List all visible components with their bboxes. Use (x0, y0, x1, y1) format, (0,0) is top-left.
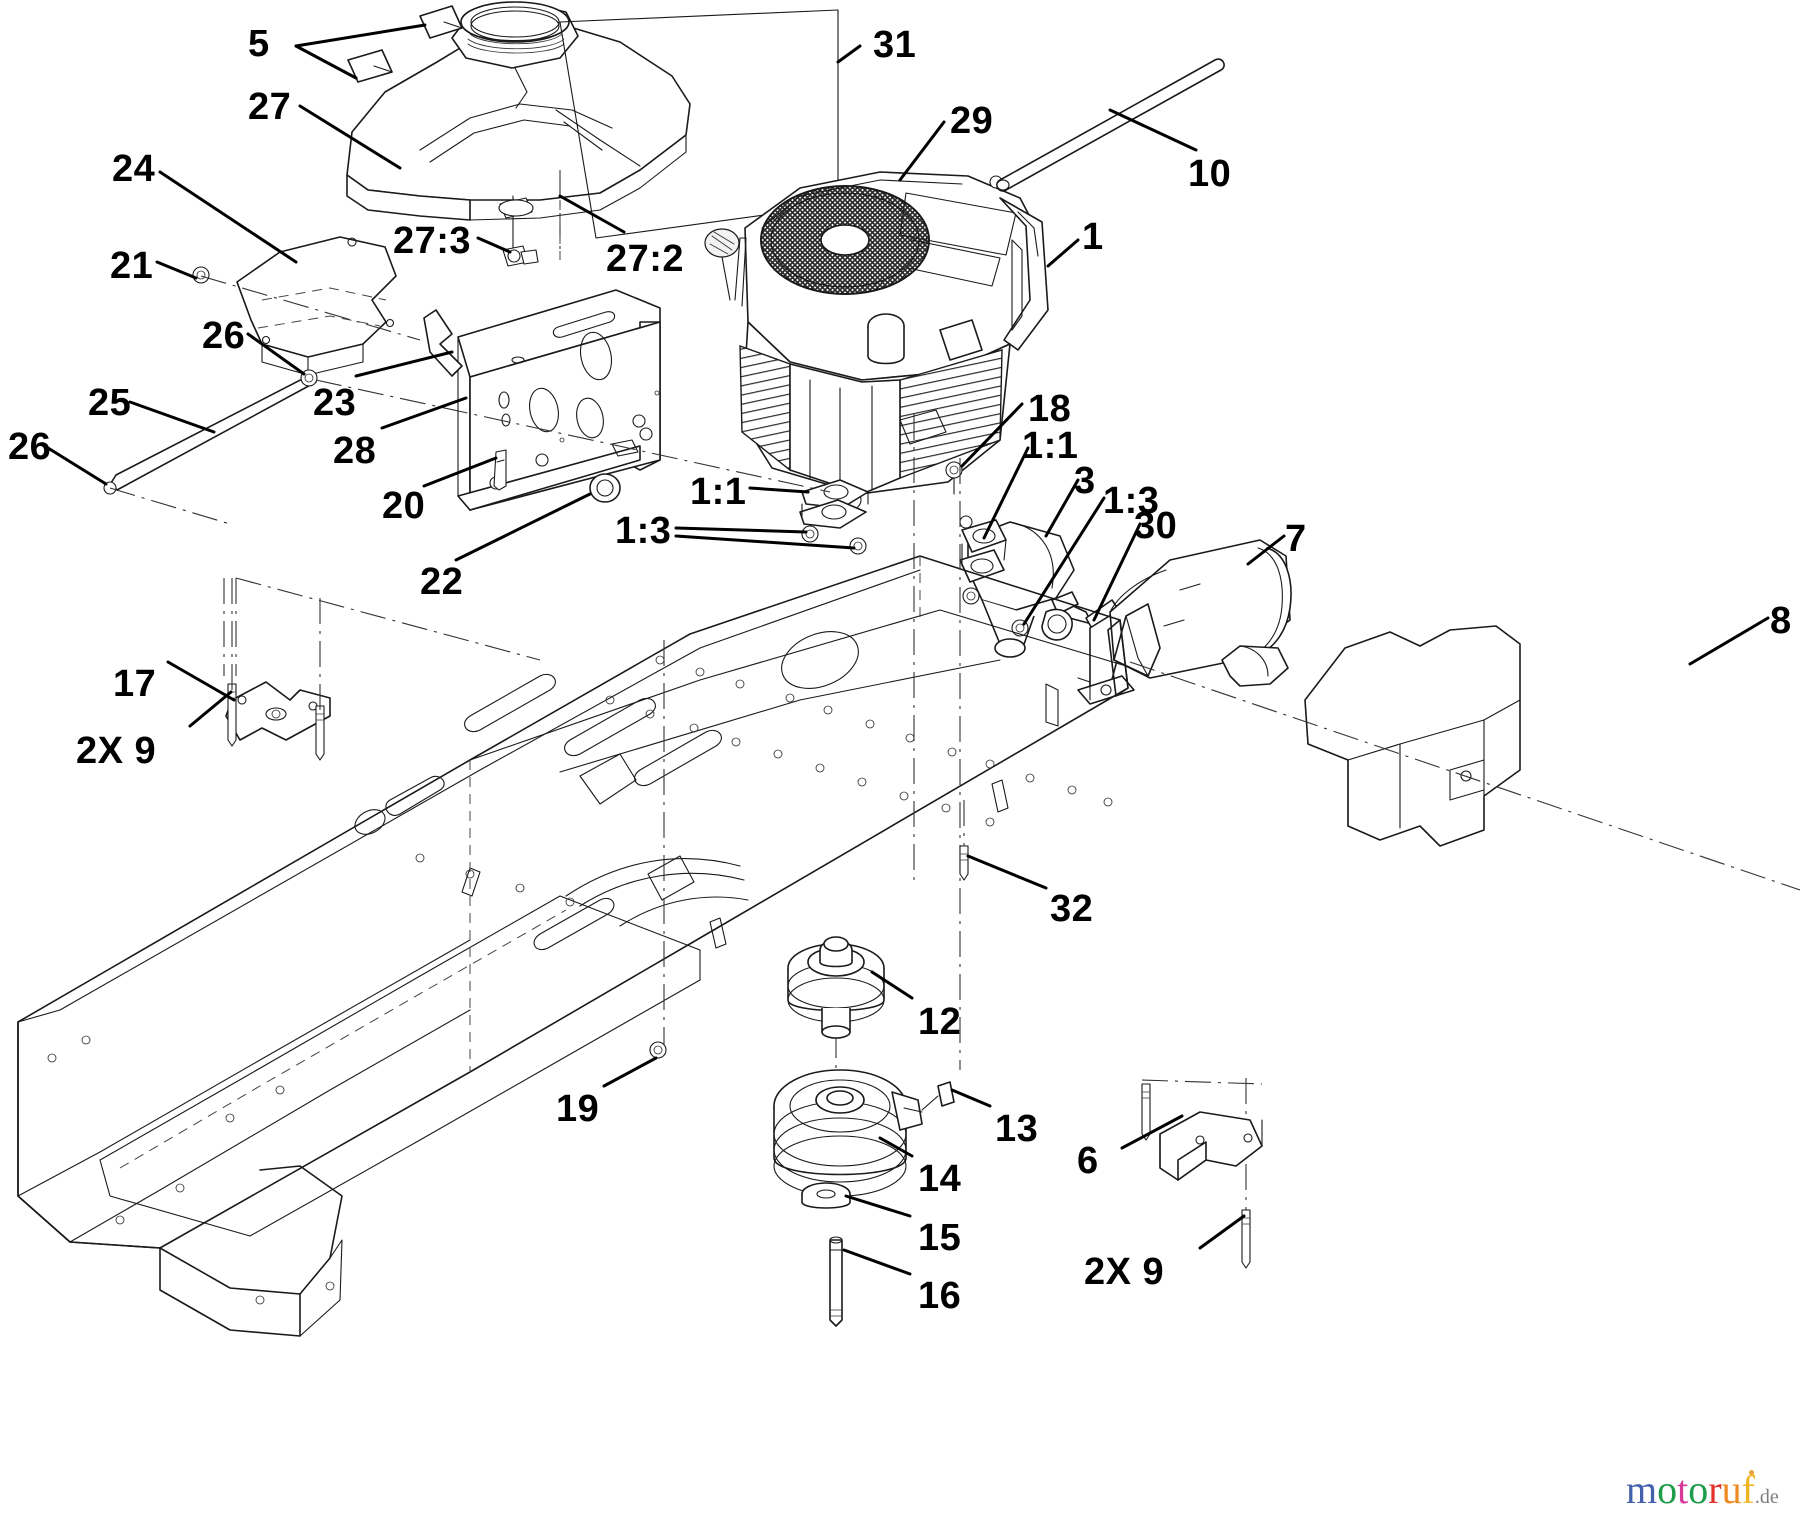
callout-30: 30 (1134, 505, 1178, 547)
muffler-bracket-part (1041, 591, 1135, 705)
watermark-letter: o (1688, 1467, 1709, 1512)
callout-20: 20 (382, 485, 426, 527)
callout-27-3: 27:3 (393, 220, 472, 262)
bolt-part (829, 1236, 843, 1327)
callout-13: 13 (995, 1108, 1039, 1150)
callout-26: 26 (8, 426, 52, 468)
frame-chassis (17, 555, 1129, 1337)
callout-15: 15 (918, 1217, 962, 1259)
idler-pulley-part (787, 936, 885, 1039)
screw-frame-part (959, 800, 969, 881)
leader-lines (46, 23, 1770, 1276)
nut-part-19 (649, 1041, 667, 1059)
engine-mount-plate-part (423, 289, 661, 511)
fuel-valve-part (498, 195, 539, 267)
callout-26: 26 (202, 315, 246, 357)
callout-14: 14 (918, 1158, 962, 1200)
engine-part (704, 171, 1049, 511)
callout-1: 1 (1082, 216, 1104, 258)
callout-17: 17 (113, 663, 157, 705)
flange-nut-part (945, 461, 963, 495)
bracket-upper-left-part (225, 578, 331, 761)
callout-1-3: 1:3 (1103, 480, 1160, 522)
callout-24: 24 (112, 148, 156, 190)
muffler-part (1109, 539, 1292, 687)
bracket-lower-right-part (1141, 1083, 1263, 1269)
dipstick-tube-part (996, 58, 1225, 192)
nut-shield-part (192, 266, 210, 284)
watermark-letter: f (1741, 1467, 1755, 1512)
callout-2x-9: 2X 9 (76, 730, 157, 772)
watermark-letter: o (1657, 1467, 1678, 1512)
callout-18: 18 (1028, 388, 1072, 430)
watermark-letter: r (1708, 1467, 1722, 1512)
callout-27: 27 (248, 86, 292, 128)
callout-2x-9: 2X 9 (1084, 1251, 1165, 1293)
callout-27-2: 27:2 (606, 238, 685, 280)
callout-3: 3 (1074, 460, 1096, 502)
callout-31: 31 (873, 24, 917, 66)
callout-1-1: 1:1 (1022, 425, 1079, 467)
callout-7: 7 (1285, 518, 1307, 560)
double-groove-pulley-part (773, 1069, 955, 1197)
callout-28: 28 (333, 430, 377, 472)
callout-8: 8 (1770, 600, 1792, 642)
callout-6: 6 (1077, 1140, 1099, 1182)
callout-23: 23 (313, 382, 357, 424)
washer-part (801, 1182, 851, 1209)
callout-1-3: 1:3 (615, 510, 672, 552)
heat-shield-part (1304, 625, 1521, 847)
fuel-tank-part (346, 1, 691, 221)
engine-gasket-left (799, 479, 869, 529)
callout-5: 5 (248, 23, 270, 65)
callout-16: 16 (918, 1275, 962, 1317)
engine-flange-nut-left (801, 525, 867, 555)
watermark-letter: t (1677, 1467, 1689, 1512)
callout-22: 22 (420, 561, 464, 603)
callout-12: 12 (918, 1001, 962, 1043)
callout-19: 19 (556, 1088, 600, 1130)
watermark-letter: u (1721, 1467, 1742, 1512)
watermark-suffix: .de (1754, 1486, 1779, 1508)
callout-29: 29 (950, 100, 994, 142)
tank-clip-parts (347, 5, 463, 83)
battery-tray-shield-part (236, 236, 397, 376)
callout-25: 25 (88, 382, 132, 424)
watermark-letters: motoruf (1626, 1467, 1755, 1512)
callout-21: 21 (110, 245, 154, 287)
watermark-letter: m (1626, 1467, 1658, 1512)
callout-10: 10 (1188, 153, 1232, 195)
center-lines (109, 170, 1800, 1268)
callout-32: 32 (1050, 888, 1094, 930)
motoruf-watermark: motoruf.de (1626, 1468, 1779, 1518)
watermark-dot (1749, 1470, 1754, 1475)
callout-1-1: 1:1 (690, 471, 747, 513)
